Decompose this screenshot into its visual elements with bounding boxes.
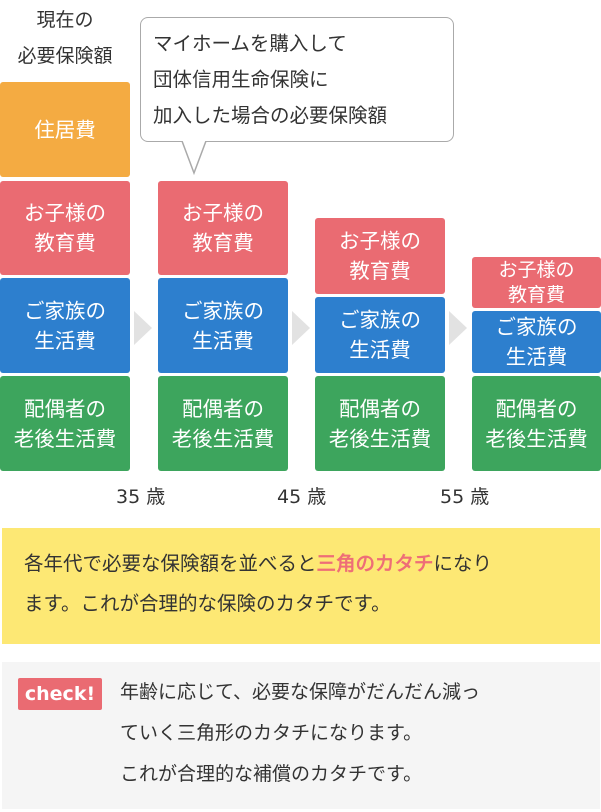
callout-line-3: 加入した場合の必要保険額 xyxy=(153,104,388,127)
callout-line-2: 団体信用生命保険に xyxy=(153,68,329,91)
check-line-2: ていく三角形のカタチになります。 xyxy=(120,722,423,744)
current-required-amount-label: 現在の 必要保険額 xyxy=(0,2,130,74)
note-line-1: 各年代で必要な保険額を並べると三角のカタチになり xyxy=(24,544,600,584)
spouse-label-2: 老後生活費 xyxy=(171,426,275,451)
family-label-1: ご家族の xyxy=(495,315,578,339)
check-line-1: 年齢に応じて、必要な保障がだんだん減っ xyxy=(120,681,481,703)
column-35-education-block: お子様の 教育費 xyxy=(158,181,288,275)
chevron-right-icon xyxy=(134,311,152,345)
note-line-2: ます。これが合理的な保険のカタチです。 xyxy=(24,592,391,615)
note-text-line1-end: り xyxy=(472,552,493,575)
check-line-3: これが合理的な補償のカタチです。 xyxy=(120,763,423,785)
family-label-2: 生活費 xyxy=(192,328,254,353)
spouse-label-1: 配偶者の xyxy=(495,396,578,421)
callout-tail xyxy=(181,141,207,175)
column-45-spouse-block: 配偶者の 老後生活費 xyxy=(315,376,445,471)
note-highlight: 三角のカタチ xyxy=(316,552,434,575)
family-label-1: ご家族の xyxy=(339,308,421,332)
education-label-1: お子様の xyxy=(498,258,575,281)
column-45-education-block: お子様の 教育費 xyxy=(315,218,445,294)
chevron-right-icon xyxy=(449,311,467,345)
education-label-2: 教育費 xyxy=(192,231,254,255)
chevron-right-icon xyxy=(292,311,310,345)
header-line-2: 必要保険額 xyxy=(17,45,113,67)
note-text-part-2: にな xyxy=(433,552,473,575)
family-label-1: ご家族の xyxy=(182,298,264,323)
family-label-2: 生活費 xyxy=(349,338,411,362)
education-label-1: お子様の xyxy=(339,229,421,253)
column-current-family-block: ご家族の 生活費 xyxy=(0,278,130,373)
column-55-education-block: お子様の 教育費 xyxy=(472,257,601,308)
check-badge: check! xyxy=(18,678,102,710)
age-35-label: 35 歳 xyxy=(116,486,166,508)
education-label-2: 教育費 xyxy=(34,231,96,255)
column-current-housing-block: 住居費 xyxy=(0,82,130,177)
column-35-spouse-block: 配偶者の 老後生活費 xyxy=(158,376,288,471)
family-label-1: ご家族の xyxy=(24,298,106,323)
column-45-family-block: ご家族の 生活費 xyxy=(315,297,445,373)
column-55-spouse-block: 配偶者の 老後生活費 xyxy=(472,376,601,471)
mortgage-insurance-callout: マイホームを購入して 団体信用生命保険に 加入した場合の必要保険額 xyxy=(140,17,454,142)
note-text-part-1: 各年代で必要な保険額を並べると xyxy=(24,552,317,575)
column-current-education-block: お子様の 教育費 xyxy=(0,181,130,275)
spouse-label-1: 配偶者の xyxy=(339,396,421,421)
spouse-label-2: 老後生活費 xyxy=(13,426,117,451)
check-text: 年齢に応じて、必要な保障がだんだん減っ ていく三角形のカタチになります。 これが… xyxy=(120,672,600,795)
housing-label: 住居費 xyxy=(34,117,96,142)
triangle-shape-note: 各年代で必要な保険額を並べると三角のカタチになり ます。これが合理的な保険のカタ… xyxy=(2,528,600,644)
family-label-2: 生活費 xyxy=(34,328,96,353)
age-45-label: 45 歳 xyxy=(277,486,327,508)
family-label-2: 生活費 xyxy=(505,345,568,369)
spouse-label-2: 老後生活費 xyxy=(485,426,588,451)
header-line-1: 現在の xyxy=(36,9,94,31)
education-label-1: お子様の xyxy=(24,201,106,225)
spouse-label-1: 配偶者の xyxy=(182,396,264,421)
callout-line-1: マイホームを購入して xyxy=(153,32,347,55)
age-55-label: 55 歳 xyxy=(440,486,490,508)
education-label-2: 教育費 xyxy=(507,283,565,306)
column-current-spouse-block: 配偶者の 老後生活費 xyxy=(0,376,130,471)
spouse-label-1: 配偶者の xyxy=(24,396,106,421)
education-label-1: お子様の xyxy=(182,201,264,225)
column-55-family-block: ご家族の 生活費 xyxy=(472,311,601,373)
column-35-family-block: ご家族の 生活費 xyxy=(158,278,288,373)
education-label-2: 教育費 xyxy=(349,259,411,283)
spouse-label-2: 老後生活費 xyxy=(328,426,432,451)
